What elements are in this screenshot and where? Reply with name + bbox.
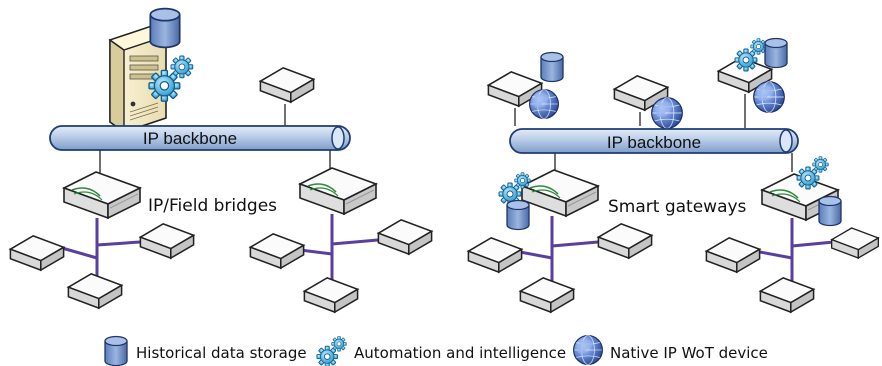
- field-device: [597, 223, 653, 259]
- server-icon: [108, 25, 168, 134]
- ip-backbone-left: IP backbone: [49, 125, 351, 151]
- field-bus: [519, 216, 599, 282]
- globe-icon: [573, 335, 603, 365]
- globe-icon: [529, 89, 559, 119]
- smart-gateway: [521, 169, 599, 217]
- field-device: [139, 223, 195, 259]
- field-device: [9, 235, 65, 271]
- field-device: [830, 227, 880, 259]
- ip-backbone-right: IP backbone: [509, 128, 799, 154]
- bridges-label: IP/Field bridges: [148, 196, 277, 216]
- legend-label-storage: Historical data storage: [136, 344, 307, 362]
- database-icon: [764, 37, 788, 69]
- field-bus: [299, 214, 379, 282]
- gateways-label: Smart gateways: [608, 197, 747, 217]
- field-device: [67, 273, 123, 309]
- field-bus: [759, 218, 835, 282]
- gears-icon: [317, 337, 346, 366]
- globe-icon: [651, 97, 683, 129]
- legend-label-wot: Native IP WoT device: [610, 344, 768, 362]
- legend-label-automation: Automation and intelligence: [354, 344, 566, 362]
- field-device: [249, 233, 305, 269]
- field-device: [759, 277, 815, 313]
- database-icon: [818, 195, 842, 227]
- field-device: [705, 237, 761, 273]
- database-icon: [540, 51, 564, 83]
- field-bridge: [63, 171, 141, 219]
- field-bridge: [299, 167, 377, 215]
- field-device: [303, 277, 359, 313]
- backbone-label: IP backbone: [607, 133, 701, 152]
- backbone-label: IP backbone: [143, 129, 237, 148]
- field-device: [519, 277, 575, 313]
- globe-icon: [753, 81, 785, 113]
- field-bus: [61, 218, 141, 278]
- left-panel: IP backbone IP/Field bridges: [9, 7, 433, 313]
- field-device: [377, 219, 433, 255]
- right-panel: IP backbone Smart gateways: [467, 37, 880, 313]
- field-device: [259, 67, 315, 103]
- database-icon: [149, 7, 181, 49]
- legend: Historical data storage Automation and i…: [104, 335, 768, 366]
- database-icon: [506, 199, 530, 231]
- field-device: [467, 237, 523, 273]
- database-icon: [104, 335, 128, 366]
